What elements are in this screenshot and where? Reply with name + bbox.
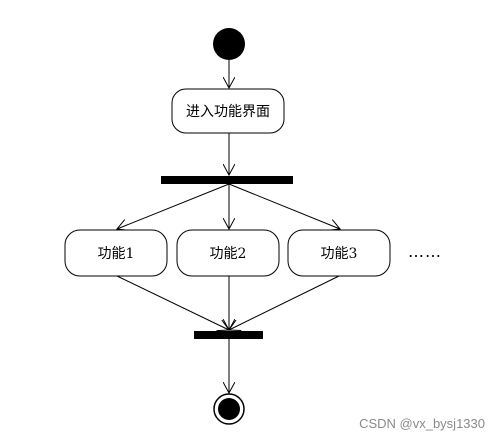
- initial-node: [213, 28, 245, 60]
- activity-enter-function-screen: [171, 88, 285, 134]
- join-bar: [194, 331, 263, 339]
- fork-bar: [161, 176, 293, 184]
- activity-enter-label: 进入功能界面: [186, 104, 270, 120]
- flow-func3-to-join: [229, 275, 340, 330]
- activity-function-2-label: 功能2: [210, 246, 247, 262]
- flow-func1-to-join: [116, 275, 229, 330]
- activity-function-1: [64, 229, 168, 277]
- flow-fork-to-func3: [228, 183, 340, 229]
- more-functions-ellipsis: ……: [408, 242, 442, 261]
- watermark: CSDN @vx_bysj1330: [359, 416, 485, 431]
- flow-fork-to-func1: [117, 183, 230, 229]
- activity-function-2: [176, 229, 280, 277]
- activity-function-1-label: 功能1: [98, 246, 135, 262]
- final-node-inner: [218, 398, 240, 420]
- activity-function-3-label: 功能3: [321, 246, 358, 262]
